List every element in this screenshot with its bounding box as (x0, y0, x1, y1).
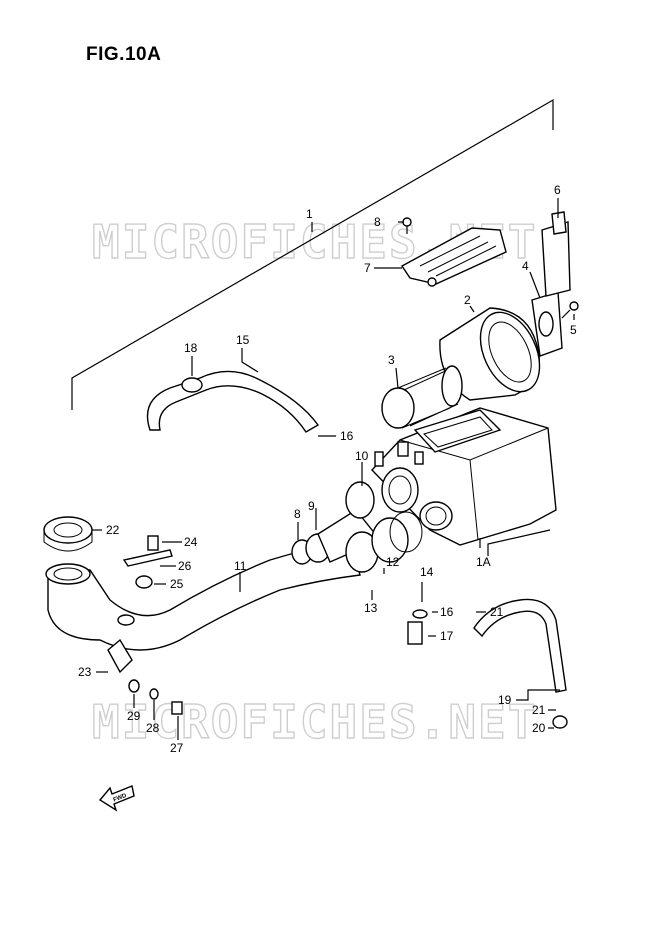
callout-7: 7 (364, 261, 371, 275)
rubber-ring (43, 516, 93, 552)
cover-plate (531, 291, 563, 357)
callout-15: 15 (236, 333, 250, 347)
callout-11: 10 (355, 449, 369, 463)
leader-lines (92, 198, 575, 740)
callout-17: 17 (440, 629, 454, 643)
callout-12: 11 (234, 559, 247, 573)
drain-hose (407, 598, 568, 729)
callout-14a: 13 (364, 601, 378, 615)
callout-29: 29 (127, 709, 141, 723)
callout-16a: 16 (340, 429, 354, 443)
fwd-label: FWD (113, 793, 129, 804)
callout-19: 19 (498, 693, 512, 707)
callout-23: 23 (78, 665, 92, 679)
filter-cage (381, 365, 463, 429)
callout-4: 4 (522, 259, 529, 273)
breather-hose (146, 370, 320, 433)
callout-13: 12 (386, 555, 400, 569)
screw-5 (561, 301, 579, 319)
callout-20: 20 (532, 721, 546, 735)
callout-1: 1 (306, 207, 313, 221)
callout-6: 6 (554, 183, 561, 197)
assembly-bracket (71, 98, 554, 410)
callout-21a: 21 (490, 605, 504, 619)
bracket-and-bolts (107, 535, 183, 715)
callout-28: 28 (146, 721, 160, 735)
callout-2: 2 (464, 293, 471, 307)
watermark-bottom: MICROFICHES.NET (92, 695, 537, 749)
callout-14b: 14 (420, 565, 434, 579)
clip-6 (541, 211, 571, 297)
callout-8: 8 (374, 215, 381, 229)
fwd-arrow-icon: FWD (98, 785, 135, 812)
callout-26: 26 (178, 559, 192, 573)
callout-25: 25 (170, 577, 184, 591)
callout-9: 8 (294, 507, 301, 521)
callout-labels: 1 1A 2 3 4 5 6 7 8 8 9 10 11 12 13 14 15… (78, 183, 577, 755)
callout-10: 9 (308, 499, 315, 513)
callout-21b: 21 (532, 703, 546, 717)
air-cleaner-cover (400, 227, 507, 287)
callout-27: 27 (170, 741, 184, 755)
intake-joints (291, 481, 423, 573)
figure-title: FIG.10A (86, 44, 162, 65)
callout-24: 24 (184, 535, 198, 549)
callout-16b: 16 (440, 605, 454, 619)
callout-5: 5 (570, 323, 577, 337)
air-cleaner-case (371, 407, 557, 546)
callout-1A: 1A (476, 555, 491, 569)
callout-18: 18 (184, 341, 198, 355)
callout-22: 22 (106, 523, 120, 537)
callout-3: 3 (388, 353, 395, 367)
